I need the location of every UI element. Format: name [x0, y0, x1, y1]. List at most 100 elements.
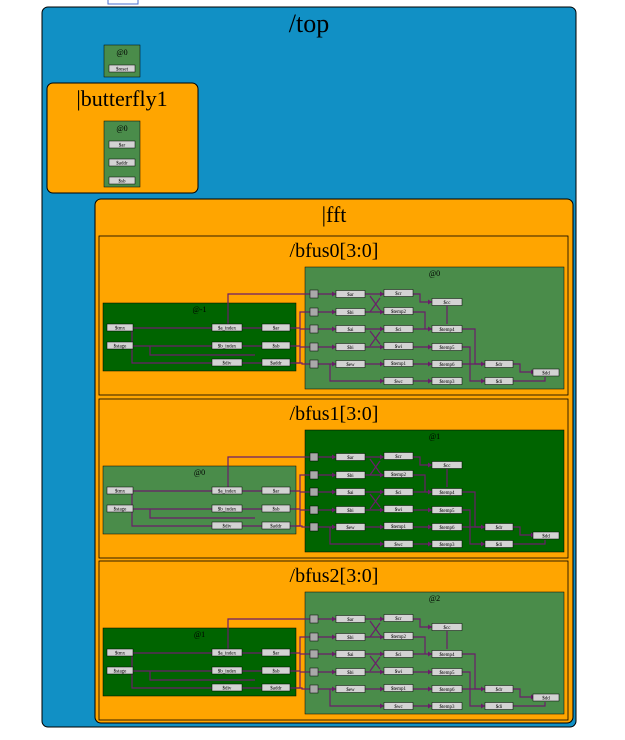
bfus-right-c3-0: $cc [431, 623, 463, 631]
svg-text:$b_index: $b_index [218, 508, 237, 513]
bfus-left-col2-2: $div [211, 683, 243, 692]
bfus-left-col1-0: $tmx [106, 486, 134, 495]
bfus-port-0-0 [309, 289, 319, 299]
svg-text:$temp3: $temp3 [440, 705, 455, 710]
svg-text:$ar: $ar [273, 327, 280, 332]
bfus-left-col1-1: $stage [106, 341, 134, 350]
bfus-left-col2-0: $a_index [211, 323, 243, 332]
bfus-right-c1-3: $bi [335, 343, 366, 351]
bfus-title-1: /bfus1[3:0] [290, 403, 379, 425]
bfus-right-c1-3: $bi [335, 506, 366, 514]
svg-text:$temp1: $temp1 [391, 362, 406, 367]
svg-text:$tmx: $tmx [115, 652, 126, 657]
bfus-right-c1-0: $ar [335, 453, 366, 461]
svg-text:$ar: $ar [119, 144, 126, 149]
bfus-right-c2-0: $cr [383, 289, 414, 297]
svg-text:$addr: $addr [270, 362, 282, 367]
svg-text:$temp6: $temp6 [440, 363, 455, 368]
bfus-scope-0: /bfus0[3:0]@-1@0$tmx$stage$a_index$b_ind… [98, 235, 569, 396]
bfus-right-c2-5: $wc [383, 377, 414, 385]
svg-text:$ci: $ci [395, 653, 402, 658]
bfus-right-c3-1: $temp4 [431, 325, 463, 333]
svg-text:$addr: $addr [116, 162, 128, 167]
svg-text:$bi: $bi [347, 636, 354, 641]
bfus-right-c2-3: $wi [383, 505, 414, 513]
bfus-right-c2-1: $temp2 [383, 470, 414, 478]
svg-text:$bi: $bi [347, 474, 354, 479]
bfus-left-col3-2: $addr [261, 521, 291, 530]
svg-text:$wc: $wc [394, 543, 403, 548]
bfus-port-2-0 [309, 614, 319, 624]
bfus-left-col1-0: $tmx [106, 648, 134, 657]
bfus-right-c2-0: $cr [383, 614, 414, 622]
bfus-right-c2-4: $temp1 [383, 522, 414, 530]
bfus-port-0-3 [309, 342, 319, 352]
bfus-right-c2-4: $temp1 [383, 359, 414, 367]
bfus-right-c1-2: $ai [335, 488, 366, 496]
bfus-port-1-1 [309, 470, 319, 480]
bfus-port-0-1 [309, 307, 319, 317]
bfus-left-col3-1: $sb [261, 666, 291, 675]
bfus-right-c3-4: $temp3 [431, 702, 463, 710]
bfus-port-1-0 [309, 452, 319, 462]
butterfly-stage-box [103, 120, 141, 188]
svg-text:$ew: $ew [346, 363, 355, 368]
bfus-left-col3-0: $ar [261, 486, 291, 495]
bfus-port-1-2 [309, 487, 319, 497]
bfus-right-c1-0: $ar [335, 615, 366, 623]
bfus-right-c3-3: $temp6 [431, 360, 463, 368]
svg-text:$sb: $sb [273, 508, 280, 513]
bfus-left-col3-2: $addr [261, 358, 291, 367]
svg-text:$temp1: $temp1 [391, 525, 406, 530]
bfus-right-c4-1: $di [484, 540, 514, 548]
svg-text:$bi: $bi [347, 671, 354, 676]
bfus-left-col2-1: $b_index [211, 504, 243, 513]
bfus-right-c1-1: $bi [335, 471, 366, 479]
svg-text:$addr: $addr [270, 687, 282, 692]
svg-text:$a_index: $a_index [218, 327, 237, 332]
bfus-right-c4-0: $dr [484, 360, 514, 368]
bfus-right-c1-0: $ar [335, 290, 366, 298]
bfus-left-col1-1: $stage [106, 666, 134, 675]
svg-text:$cr: $cr [395, 455, 402, 460]
svg-text:$dd: $dd [542, 535, 550, 540]
bfus-right-c4-1: $di [484, 377, 514, 385]
bfus-right-c3-0: $cc [431, 298, 463, 306]
svg-text:$cc: $cc [444, 626, 452, 631]
bfus-left-col3-1: $sb [261, 341, 291, 350]
svg-text:$bi: $bi [347, 346, 354, 351]
butterfly-title: |butterfly1 [76, 86, 167, 111]
bfus-port-2-4 [309, 684, 319, 694]
butterfly-signal-addr: $addr [108, 158, 136, 167]
svg-text:$bi: $bi [347, 509, 354, 514]
svg-text:$temp6: $temp6 [440, 526, 455, 531]
svg-text:$ar: $ar [347, 293, 354, 298]
bfus-right-c2-5: $wc [383, 702, 414, 710]
bfus-port-1-3 [309, 505, 319, 515]
bfus-right-c2-2: $ci [383, 650, 414, 658]
bfus-right-c2-1: $temp2 [383, 632, 414, 640]
bfus-left-col1-0: $tmx [106, 323, 134, 332]
svg-text:$ai: $ai [347, 328, 354, 333]
bfus-port-2-2 [309, 649, 319, 659]
bfus-left-col1-1: $stage [106, 504, 134, 513]
bfus-port-2-3 [309, 667, 319, 677]
svg-text:$temp5: $temp5 [440, 346, 455, 351]
svg-text:$dd: $dd [542, 372, 550, 377]
bfus-right-c2-1: $temp2 [383, 307, 414, 315]
bfus-port-0-2 [309, 324, 319, 334]
svg-text:$temp5: $temp5 [440, 509, 455, 514]
svg-text:$tmx: $tmx [115, 327, 126, 332]
bfus-left-col3-0: $ar [261, 323, 291, 332]
bfus-right-c5-0: $dd [532, 368, 560, 377]
svg-text:$div: $div [223, 687, 232, 692]
svg-text:$b_index: $b_index [218, 345, 237, 350]
bfus-left-col2-1: $b_index [211, 666, 243, 675]
bfus-right-c2-3: $wi [383, 342, 414, 350]
bfus-title-0: /bfus0[3:0] [290, 240, 379, 262]
bfus-right-c2-5: $wc [383, 540, 414, 548]
bfus-right-stage-label-0: @0 [429, 269, 440, 278]
bfus-right-c1-1: $bi [335, 308, 366, 316]
fft-title: |fft [322, 202, 347, 227]
